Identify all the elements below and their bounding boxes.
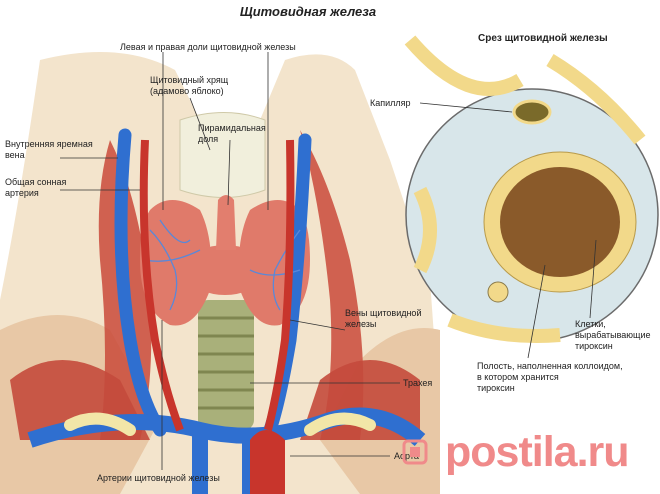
- label-colloid-line3: тироксин: [477, 383, 515, 393]
- label-jugular-line2: вена: [5, 150, 25, 160]
- label-colloid-line1: Полость, наполненная коллоидом,: [477, 361, 623, 371]
- label-carotid-line2: артерия: [5, 188, 39, 198]
- inset-title: Срез щитовидной железы: [478, 33, 608, 44]
- label-pyramidal-line1: Пирамидальная: [198, 123, 266, 133]
- label-veins-line2: железы: [345, 319, 377, 329]
- label-capillary: Капилляр: [370, 98, 411, 108]
- label-cells-line1: Клетки,: [575, 319, 606, 329]
- label-pyramidal-line2: доля: [198, 134, 219, 144]
- label-trachea: Трахея: [403, 378, 433, 388]
- label-arteries: Артерии щитовидной железы: [97, 473, 220, 483]
- label-carotid-line1: Общая сонная: [5, 177, 67, 187]
- label-lobes: Левая и правая доли щитовидной железы: [120, 42, 296, 52]
- label-veins-line1: Вены щитовидной: [345, 308, 422, 318]
- label-colloid-line2: в котором хранится: [477, 372, 559, 382]
- watermark-text: postila.ru: [445, 428, 630, 476]
- label-cells-line3: тироксин: [575, 341, 613, 351]
- label-aorta: Аорта: [394, 451, 419, 461]
- diagram-title: Щитовидная железа: [239, 4, 377, 19]
- watermark-logo-icon: [402, 439, 428, 465]
- label-cartilage-line2: (адамово яблоко): [150, 86, 224, 96]
- label-cartilage-line1: Щитовидный хрящ: [150, 75, 229, 85]
- label-cells-line2: вырабатывающие: [575, 330, 651, 340]
- label-jugular-line1: Внутренняя яремная: [5, 139, 93, 149]
